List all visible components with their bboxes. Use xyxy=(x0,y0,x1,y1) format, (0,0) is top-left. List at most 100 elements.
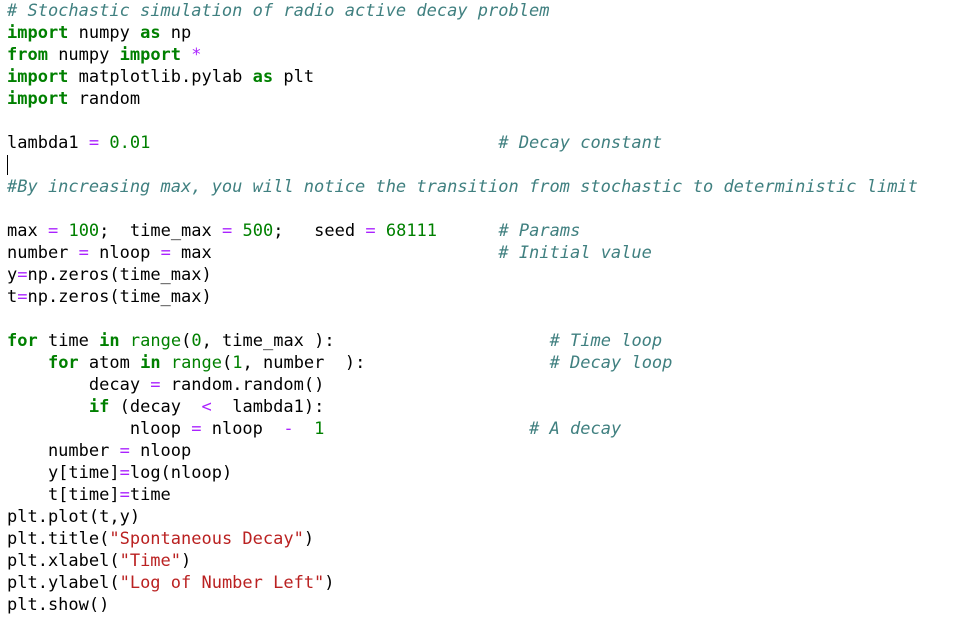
code-token: "Log of Number Left" xyxy=(119,573,325,593)
code-line[interactable]: ​ xyxy=(7,110,965,132)
code-token: 68111 xyxy=(385,221,438,241)
code-line[interactable]: max = 100; time_max = 500; seed = 68111 … xyxy=(7,220,965,242)
code-token: plt.ylabel( xyxy=(7,573,120,593)
code-token: = xyxy=(78,243,89,263)
code-token: 0 xyxy=(191,331,202,351)
code-token: np.zeros(time_max) xyxy=(27,287,212,307)
code-line[interactable]: y=np.zeros(time_max) xyxy=(7,264,965,286)
code-token: matplotlib.pylab xyxy=(68,67,253,87)
code-token: # A decay xyxy=(529,419,622,439)
code-token: # Initial value xyxy=(498,243,652,263)
code-line[interactable]: plt.xlabel("Time") xyxy=(7,550,965,572)
code-line[interactable]: for atom in range(1, number ): # Decay l… xyxy=(7,352,965,374)
code-token xyxy=(376,221,386,241)
code-token: for xyxy=(47,353,79,373)
code-token: = xyxy=(150,375,161,395)
code-token: , number ): xyxy=(242,353,366,373)
code-token: plt.xlabel( xyxy=(7,551,120,571)
code-token: ( xyxy=(222,353,233,373)
code-line[interactable]: decay = random.random() xyxy=(7,374,965,396)
code-token xyxy=(324,419,529,439)
code-token: plt xyxy=(273,67,315,87)
code-token: atom xyxy=(78,353,141,373)
code-line[interactable]: if (decay < lambda1): xyxy=(7,396,965,418)
code-token: ; time_max xyxy=(99,221,222,241)
code-line[interactable]: ​ xyxy=(7,198,965,220)
code-token: 1 xyxy=(314,419,325,439)
code-token: "Spontaneous Decay" xyxy=(109,529,304,549)
code-token: = xyxy=(222,221,233,241)
code-token: import xyxy=(7,89,69,109)
code-token: = xyxy=(119,463,130,483)
code-token: ( xyxy=(181,331,192,351)
code-token xyxy=(120,331,130,351)
code-token xyxy=(335,331,550,351)
code-line[interactable]: for time in range(0, time_max ): # Time … xyxy=(7,330,965,352)
code-line[interactable]: number = nloop xyxy=(7,440,965,462)
code-token: nloop xyxy=(7,419,192,439)
code-token xyxy=(365,353,549,373)
code-token: number xyxy=(7,441,120,461)
code-token: = xyxy=(365,221,376,241)
code-token: numpy xyxy=(68,23,141,43)
code-line[interactable]: import random xyxy=(7,88,965,110)
code-line[interactable]: number = nloop = max # Initial value xyxy=(7,242,965,264)
code-token: ) xyxy=(324,573,335,593)
code-token: range xyxy=(170,353,223,373)
code-line[interactable]: t[time]=time xyxy=(7,484,965,506)
code-token xyxy=(212,243,499,263)
code-token: random.random() xyxy=(160,375,325,395)
code-line[interactable]: ​ xyxy=(7,308,965,330)
code-token: t xyxy=(7,287,18,307)
code-line[interactable]: plt.title("Spontaneous Decay") xyxy=(7,528,965,550)
code-token: # Params xyxy=(498,221,581,241)
code-line[interactable]: plt.show() xyxy=(7,594,965,616)
code-token: = xyxy=(119,441,130,461)
code-token: nloop xyxy=(129,441,192,461)
code-line[interactable] xyxy=(7,154,965,176)
code-line[interactable]: from numpy import * xyxy=(7,44,965,66)
code-token: in xyxy=(140,353,161,373)
code-token: "Time" xyxy=(119,551,182,571)
code-token: log(nloop) xyxy=(129,463,233,483)
code-line[interactable]: plt.ylabel("Log of Number Left") xyxy=(7,572,965,594)
code-token: np.zeros(time_max) xyxy=(27,265,212,285)
code-token: # Stochastic simulation of radio active … xyxy=(7,1,550,21)
code-line[interactable]: # Stochastic simulation of radio active … xyxy=(7,0,965,22)
code-token: import xyxy=(7,67,69,87)
code-token: as xyxy=(140,23,161,43)
code-token xyxy=(150,133,498,153)
code-line[interactable]: #By increasing max, you will notice the … xyxy=(7,176,965,198)
code-line[interactable]: nloop = nloop - 1 # A decay xyxy=(7,418,965,440)
code-token: * xyxy=(191,45,202,65)
code-token xyxy=(7,353,48,373)
code-line[interactable]: y[time]=log(nloop) xyxy=(7,462,965,484)
code-token: # Time loop xyxy=(549,331,663,351)
code-token: 0.01 xyxy=(109,133,151,153)
code-token: in xyxy=(99,331,120,351)
code-token: range xyxy=(129,331,182,351)
code-token: as xyxy=(252,67,274,87)
code-token: plt.plot(t,y) xyxy=(7,507,141,527)
code-token: for xyxy=(7,331,38,351)
code-token: = xyxy=(191,419,202,439)
code-line[interactable]: import numpy as np xyxy=(7,22,965,44)
code-token: # Decay constant xyxy=(498,133,663,153)
code-line[interactable]: t=np.zeros(time_max) xyxy=(7,286,965,308)
code-token: numpy xyxy=(47,45,120,65)
code-line[interactable]: plt.plot(t,y) xyxy=(7,506,965,528)
code-token: = xyxy=(160,243,171,263)
code-line[interactable]: import matplotlib.pylab as plt xyxy=(7,66,965,88)
code-token: = xyxy=(47,221,59,241)
code-token: max xyxy=(170,243,212,263)
text-cursor xyxy=(7,155,8,175)
code-line[interactable]: lambda1 = 0.01 # Decay constant xyxy=(7,132,965,154)
code-token: ; seed xyxy=(273,221,366,241)
code-token: nloop xyxy=(88,243,161,263)
code-token: # Decay loop xyxy=(549,353,673,373)
code-token xyxy=(58,221,68,241)
code-token: if xyxy=(88,397,110,417)
code-token xyxy=(99,133,109,153)
code-token: decay xyxy=(7,375,151,395)
